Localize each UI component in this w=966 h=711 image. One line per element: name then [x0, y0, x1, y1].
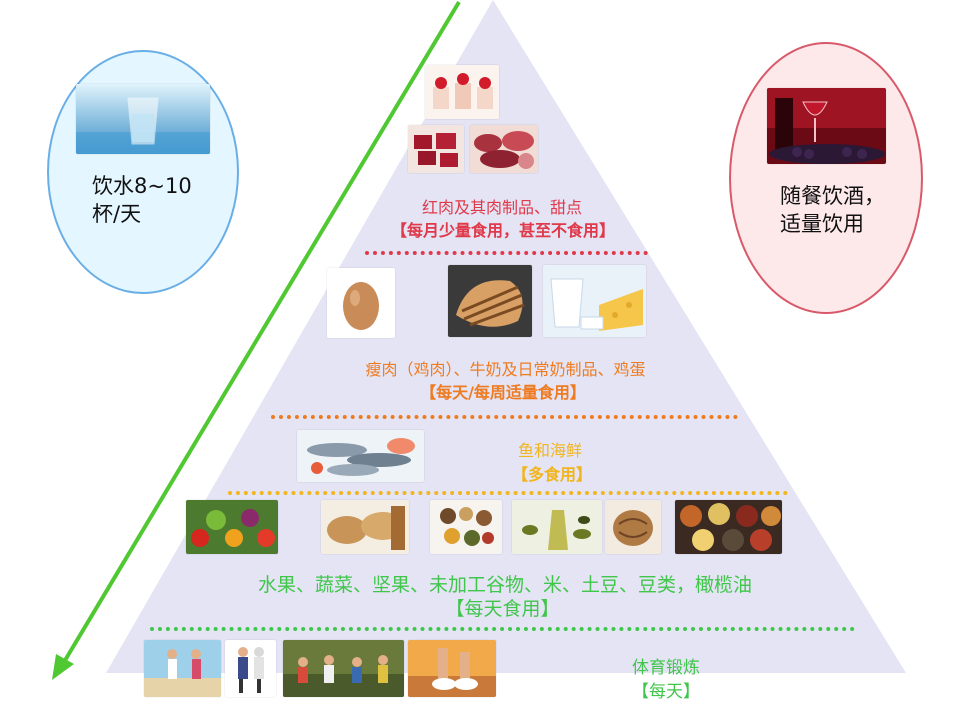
- wine-circle: [729, 42, 923, 314]
- tier-plants-frequency: 【每天食用】: [445, 598, 560, 620]
- olive-oil-icon: [512, 500, 602, 554]
- walnut-icon: [605, 500, 661, 554]
- tier-exercise-frequency: 【每天】: [632, 682, 700, 702]
- fish-icon: [297, 430, 424, 482]
- jogging-icon: [144, 640, 221, 697]
- tier-fish-label: 鱼和海鲜: [517, 441, 582, 460]
- arrow-head-icon: [52, 654, 74, 680]
- dessert-icon: [425, 65, 499, 119]
- water-text: 饮水8~10 杯/天: [92, 172, 192, 228]
- tier-poultry-frequency: 【每天/每周适量食用】: [420, 383, 586, 402]
- walking-icon: [225, 640, 276, 697]
- arrow-line: [62, 0, 461, 664]
- wine-text: 随餐饮酒， 适量饮用: [780, 182, 885, 238]
- tier-fish-divider: [228, 491, 788, 495]
- running-icon: [408, 640, 496, 697]
- water-glass-icon: [76, 84, 210, 154]
- wine-text-line2: 适量饮用: [780, 212, 864, 236]
- tier-fish-frequency: 【多食用】: [511, 465, 592, 484]
- dairy-icon: [543, 265, 646, 337]
- tier-plants-divider: [150, 627, 855, 631]
- tier-red-frequency: 【每月少量食用，甚至不食用】: [390, 221, 615, 240]
- red-wine-icon: [767, 88, 886, 164]
- tier-exercise-label: 体育锻炼: [632, 658, 700, 678]
- wine-text-line1: 随餐饮酒，: [780, 184, 885, 208]
- egg-icon: [327, 268, 395, 338]
- water-text-line2: 杯/天: [92, 202, 142, 226]
- tier-red-label: 红肉及其肉制品、甜点: [421, 198, 582, 217]
- tier-poultry-label: 瘦肉（鸡肉）、牛奶及日常奶制品、鸡蛋: [365, 360, 646, 379]
- spices-icon: [675, 500, 782, 554]
- red-meat-icon: [408, 125, 464, 173]
- sausage-icon: [470, 125, 538, 173]
- tier-poultry-divider: [271, 415, 738, 419]
- tier-red-divider: [365, 251, 648, 255]
- nuts-icon: [430, 500, 502, 554]
- vegetables-icon: [186, 500, 278, 554]
- group-activity-icon: [283, 640, 404, 697]
- chicken-icon: [448, 265, 532, 337]
- tier-plants-label: 水果、蔬菜、坚果、未加工谷物、米、土豆、豆类，橄榄油: [257, 574, 752, 596]
- water-text-line1: 饮水8~10: [92, 174, 192, 198]
- bread-icon: [321, 500, 409, 554]
